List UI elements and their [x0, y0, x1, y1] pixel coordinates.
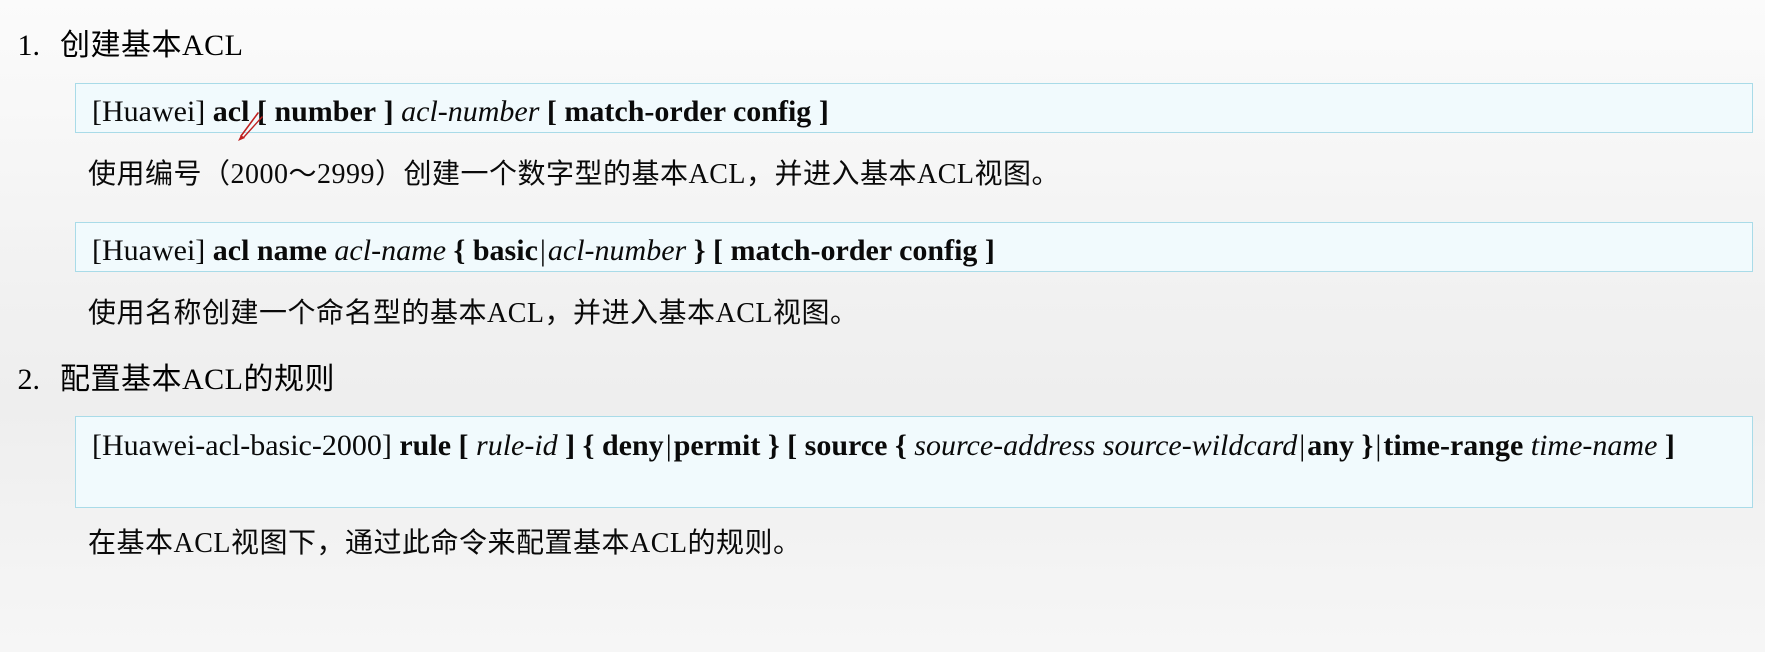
list-item-1-label: 创建基本ACL — [60, 29, 244, 62]
cmd1-open-bracket: [ — [256, 95, 267, 128]
cmd1-open-bracket-2: [ — [546, 95, 557, 128]
command-box-acl-name[interactable]: [Huawei] acl name acl-name { basic|acl-n… — [75, 222, 1753, 272]
cmd3-close-bracket: ] — [565, 429, 576, 462]
cmd3-param-source-address: source-address — [914, 429, 1096, 462]
cmd3-option-any: any — [1307, 429, 1354, 462]
list-item-1: 1. 创建基本ACL — [8, 28, 244, 64]
cmd1-option-number: number — [274, 95, 377, 128]
cmd2-open-brace: { — [453, 234, 466, 267]
cmd3-option-permit: permit — [673, 429, 761, 462]
cmd3-prompt: [Huawei-acl-basic-2000] — [92, 429, 392, 462]
cmd2-open-bracket: [ — [713, 234, 724, 267]
cmd2-close-bracket: ] — [984, 234, 995, 267]
cmd3-keyword: rule — [399, 429, 452, 462]
cmd3-close-brace-2: } — [1361, 429, 1374, 462]
cmd3-pipe-3: | — [1375, 429, 1382, 462]
list-item-1-number: 1. — [17, 29, 41, 62]
list-item-2: 2. 配置基本ACL的规则 — [8, 362, 335, 398]
cmd3-param-time-name: time-name — [1530, 429, 1658, 462]
command-box-acl-number[interactable]: [Huawei] acl [ number ] acl-number [ mat… — [75, 83, 1753, 133]
cmd2-prompt: [Huawei] — [92, 234, 206, 267]
cmd3-param-source-wildcard: source-wildcard — [1102, 429, 1298, 462]
cmd3-param-rule-id: rule-id — [476, 429, 558, 462]
cmd2-close-brace: } — [693, 234, 706, 267]
cmd3-pipe-2: | — [1299, 429, 1306, 462]
cmd2-pipe: | — [539, 234, 546, 267]
description-acl-number: 使用编号（2000～2999）创建一个数字型的基本ACL，并进入基本ACL视图。 — [88, 159, 1061, 190]
description-rule: 在基本ACL视图下，通过此命令来配置基本ACL的规则。 — [88, 528, 802, 559]
cmd3-option-time-range: time-range — [1383, 429, 1524, 462]
command-box-rule[interactable]: [Huawei-acl-basic-2000] rule [ rule-id ]… — [75, 416, 1753, 508]
cmd3-open-brace: { — [582, 429, 595, 462]
cmd3-open-bracket-2: [ — [787, 429, 798, 462]
cmd3-option-source: source — [804, 429, 888, 462]
cmd3-close-bracket-2: ] — [1664, 429, 1675, 462]
cmd1-match-order: match-order config — [564, 95, 812, 128]
cmd1-param-acl-number: acl-number — [401, 95, 540, 128]
cmd3-open-brace-2: { — [894, 429, 907, 462]
cmd1-prompt: [Huawei] — [92, 95, 206, 128]
cmd1-close-bracket-2: ] — [818, 95, 829, 128]
cmd2-param-acl-name: acl-name — [334, 234, 447, 267]
cmd3-pipe-1: | — [665, 429, 672, 462]
description-acl-name: 使用名称创建一个命名型的基本ACL，并进入基本ACL视图。 — [88, 298, 859, 329]
cmd1-keyword: acl — [212, 95, 250, 128]
cmd2-match-order: match-order config — [730, 234, 978, 267]
cmd2-param-acl-number: acl-number — [547, 234, 687, 267]
cmd1-close-bracket: ] — [383, 95, 394, 128]
list-item-2-label: 配置基本ACL的规则 — [60, 363, 335, 396]
cmd2-keyword: acl name — [212, 234, 327, 267]
list-item-2-number: 2. — [17, 363, 41, 396]
cmd3-close-brace: } — [767, 429, 780, 462]
cmd2-option-basic: basic — [472, 234, 538, 267]
cmd3-option-deny: deny — [602, 429, 664, 462]
cmd3-open-bracket: [ — [458, 429, 469, 462]
